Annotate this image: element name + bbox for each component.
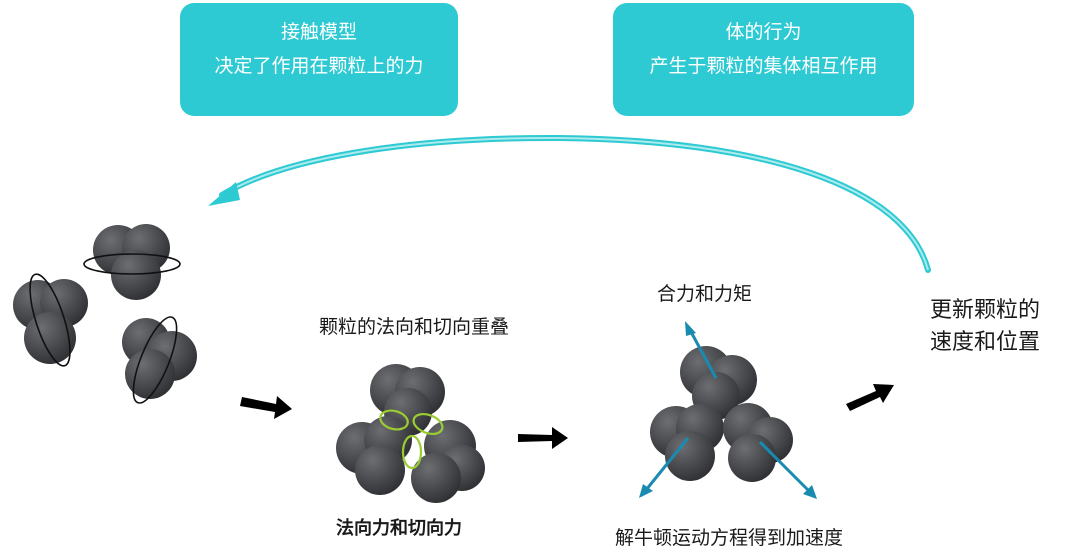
rotation-orbit-icon — [132, 316, 178, 404]
flow-arrow-icon — [518, 427, 568, 449]
resultant-cluster — [639, 321, 817, 499]
overlap-ring-icon — [379, 409, 444, 470]
collective-behavior-desc: 产生于颗粒的集体相互作用 — [649, 55, 878, 77]
contact-model-desc: 决定了作用在颗粒上的力 — [214, 55, 424, 77]
overlap-label: 颗粒的法向和切向重叠 — [319, 316, 510, 338]
update-velocity-line1: 更新颗粒的 — [930, 298, 1041, 323]
collective-behavior-title: 体的行为 — [725, 21, 802, 43]
rotation-orbit-icon — [29, 273, 71, 367]
force-arrow-icon — [639, 437, 690, 498]
resultant-force-torque-label: 合力和力矩 — [657, 283, 753, 305]
force-arrow-icon — [685, 321, 718, 379]
overlap-cluster — [336, 364, 485, 503]
force-arrow-icon — [758, 440, 817, 499]
update-velocity-label: 更新颗粒的 速度和位置 — [930, 295, 1080, 359]
particle-cluster-top — [83, 224, 181, 300]
contact-model-title: 接触模型 — [280, 21, 357, 43]
update-velocity-line2: 速度和位置 — [930, 330, 1041, 355]
flow-arrow-icon — [846, 384, 894, 411]
flow-arrow-icon — [240, 396, 292, 419]
particle-cluster-left — [13, 273, 88, 367]
collective-behavior-box: 体的行为 产生于颗粒的集体相互作用 — [613, 3, 914, 116]
contact-model-box: 接触模型 决定了作用在颗粒上的力 — [180, 3, 458, 116]
rotation-orbit-icon — [83, 253, 181, 275]
cycle-arrow-icon — [208, 134, 931, 273]
particle-cluster-right — [122, 316, 197, 404]
newton-motion-label: 解牛顿运动方程得到加速度 — [615, 527, 844, 549]
normal-tangential-force-label: 法向力和切向力 — [336, 518, 462, 539]
